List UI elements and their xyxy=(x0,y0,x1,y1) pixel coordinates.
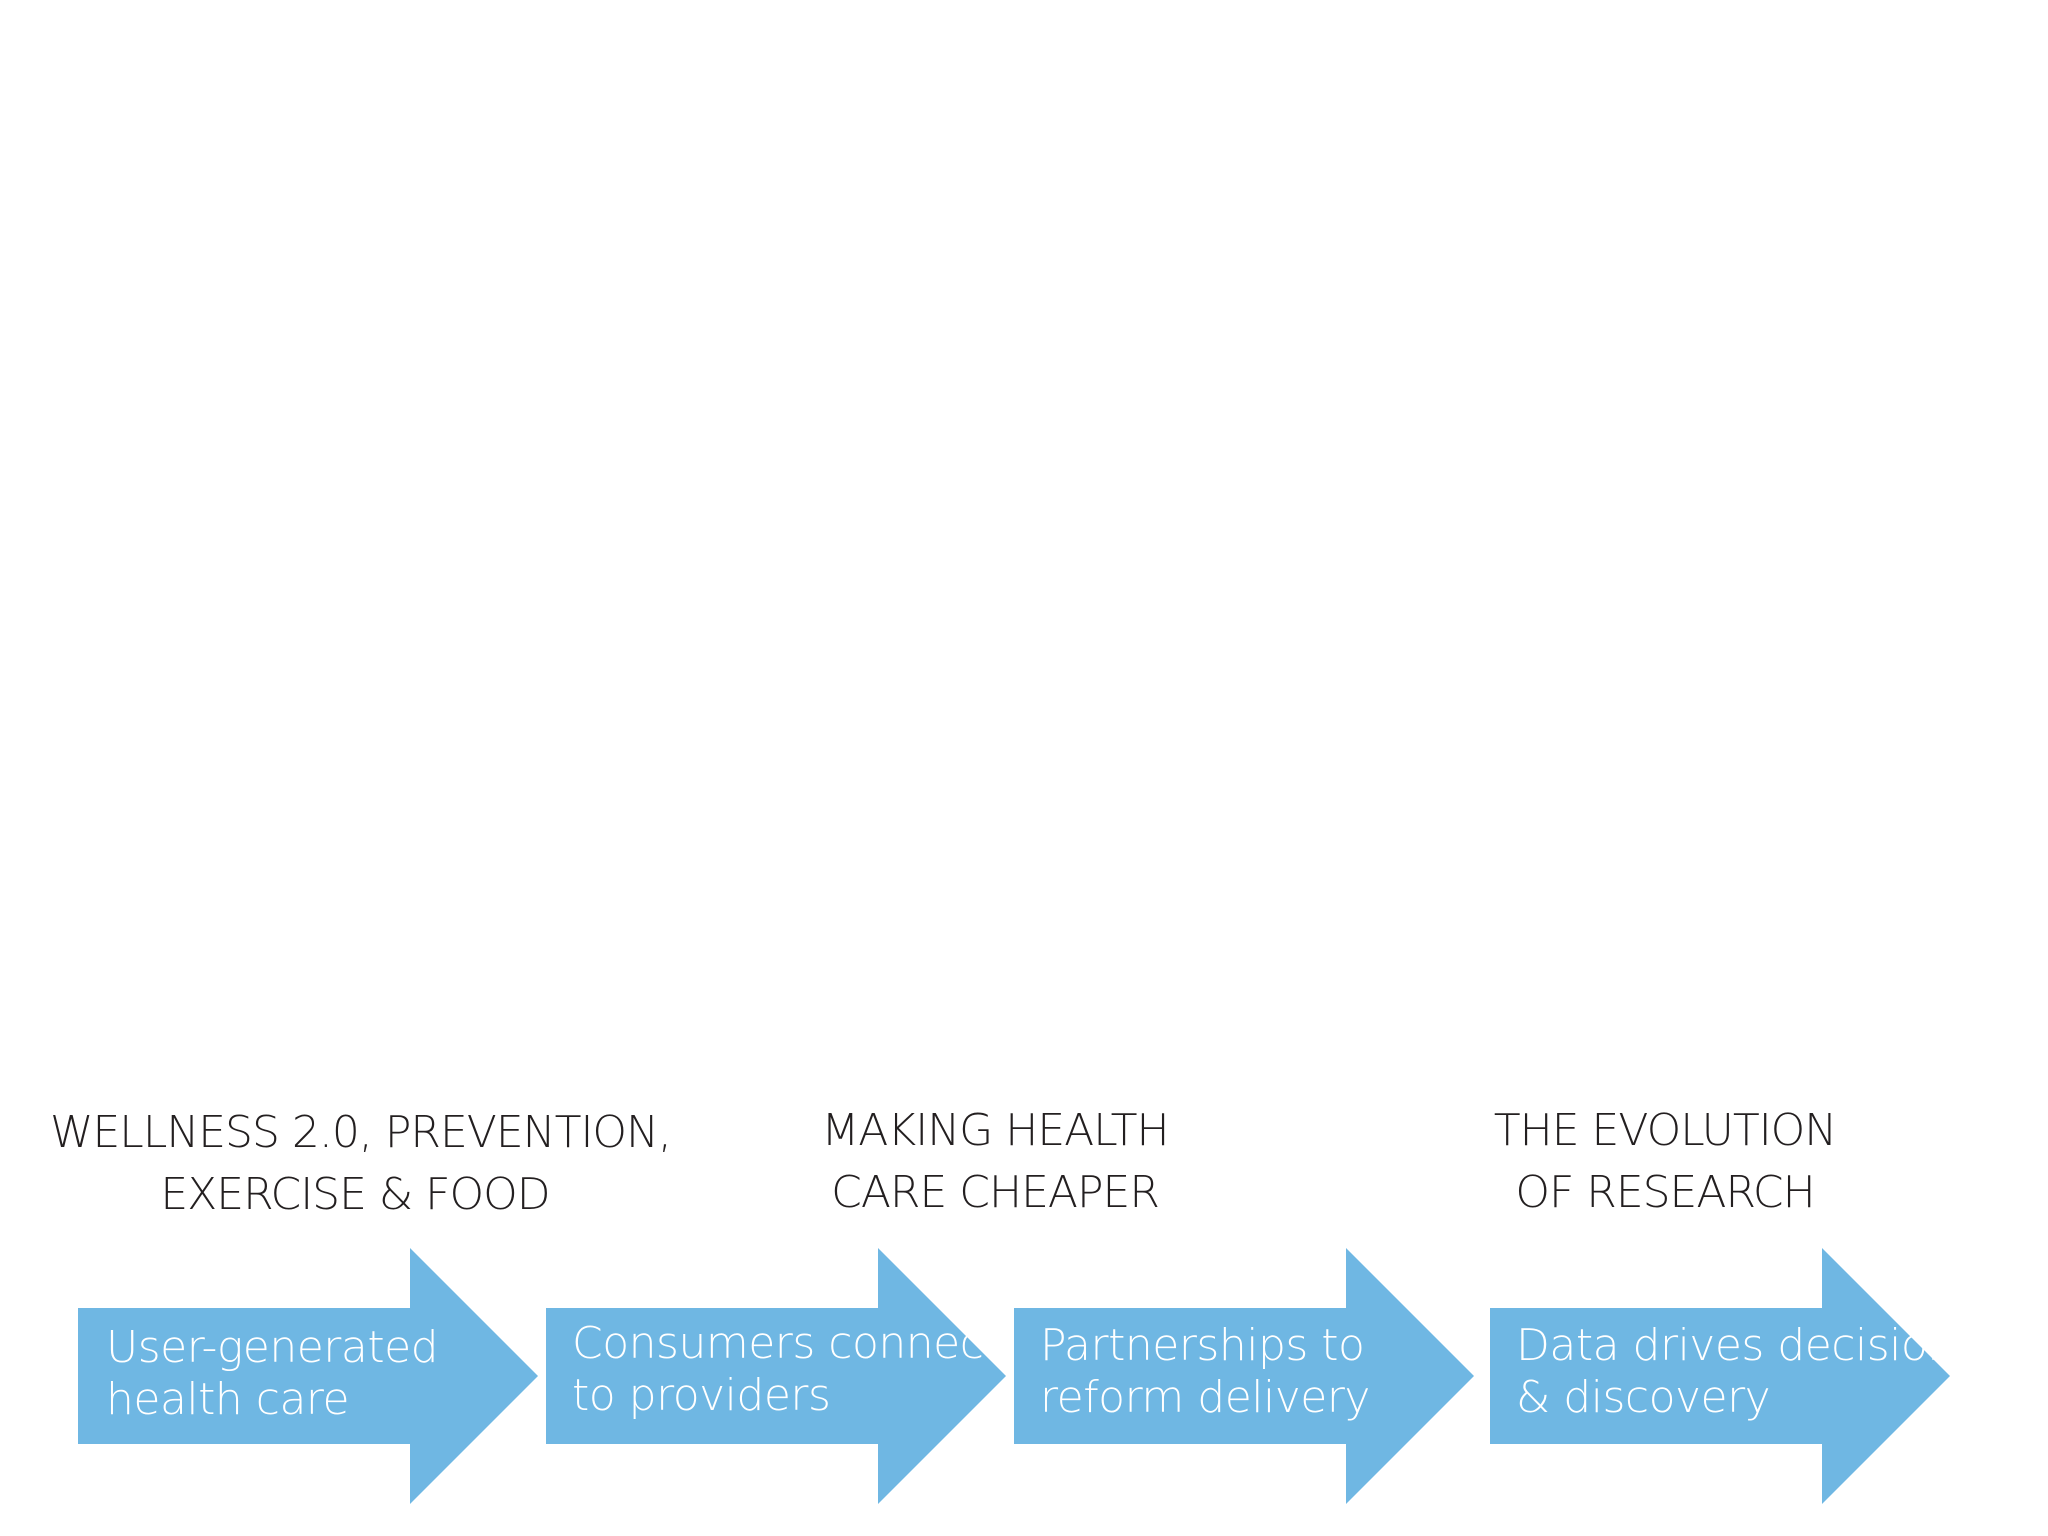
arrow-label-4-line1: Data drives decisions xyxy=(1516,1320,1978,1371)
arrow-shape-3 xyxy=(1014,1248,1474,1504)
heading-cheaper-care-line1: MAKING HEALTH xyxy=(821,1105,1169,1156)
heading-wellness-line1: WELLNESS 2.0, PREVENTION, xyxy=(50,1107,672,1158)
arrow-shape-2 xyxy=(546,1248,1006,1504)
heading-research: THE EVOLUTION OF RESEARCH xyxy=(1440,1100,1890,1224)
arrow-label-3-line1: Partnerships to xyxy=(1040,1320,1365,1371)
arrow-shape-4 xyxy=(1490,1248,1950,1504)
arrow-label-1: User-generated health care xyxy=(106,1322,439,1426)
arrow-label-3: Partnerships to reform delivery xyxy=(1040,1320,1370,1424)
heading-research-line2: OF RESEARCH xyxy=(1515,1167,1815,1218)
arrow-label-3-line2: reform delivery xyxy=(1040,1372,1370,1423)
arrow-label-4: Data drives decisions & discovery xyxy=(1516,1320,1978,1424)
arrow-label-1-line1: User-generated xyxy=(106,1322,439,1373)
arrow-label-1-line2: health care xyxy=(106,1374,350,1425)
arrow-shape-1 xyxy=(78,1248,538,1504)
arrow-label-2-line2: to providers xyxy=(572,1370,831,1421)
arrow-label-2: Consumers connect to providers xyxy=(572,1318,1001,1422)
arrow-label-4-line2: & discovery xyxy=(1516,1372,1771,1423)
arrow-label-2-line1: Consumers connect xyxy=(572,1318,1001,1369)
heading-wellness: WELLNESS 2.0, PREVENTION, EXERCISE & FOO… xyxy=(50,1102,672,1226)
heading-wellness-line2: EXERCISE & FOOD xyxy=(160,1169,550,1220)
heading-research-line1: THE EVOLUTION xyxy=(1493,1105,1837,1156)
heading-cheaper-care: MAKING HEALTH CARE CHEAPER xyxy=(790,1100,1200,1224)
heading-cheaper-care-line2: CARE CHEAPER xyxy=(831,1167,1160,1218)
